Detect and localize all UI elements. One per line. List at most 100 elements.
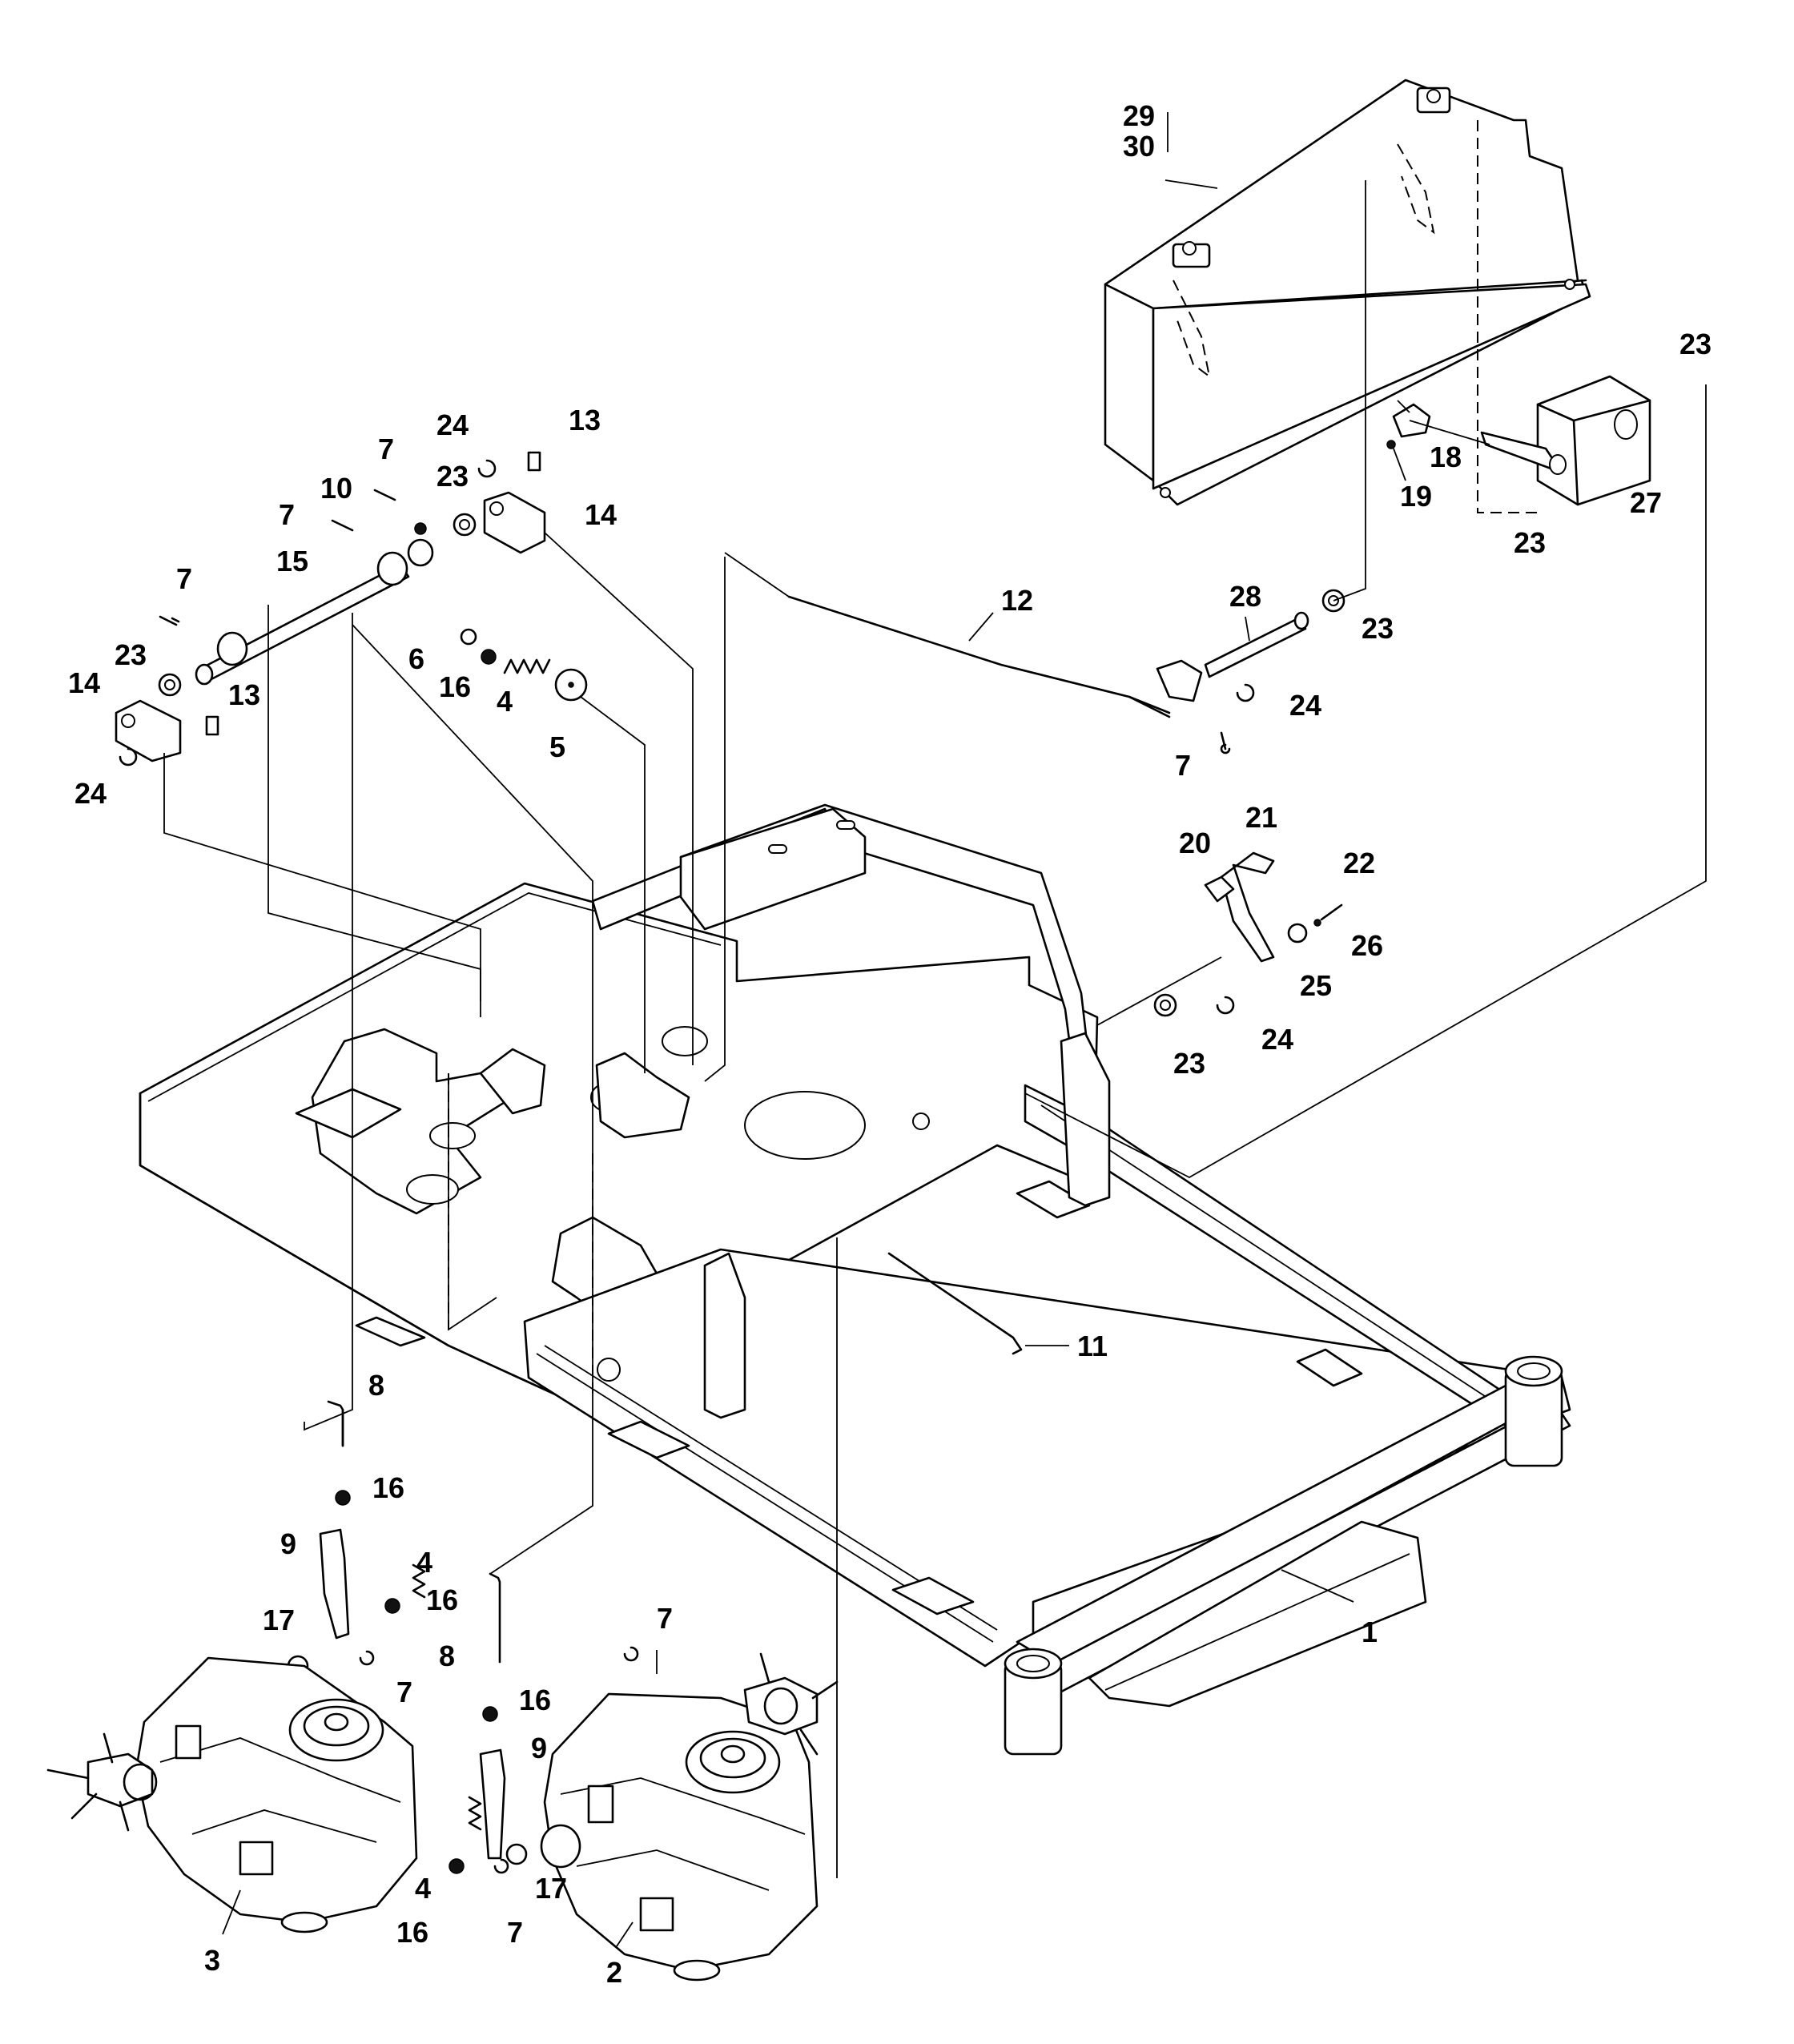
bolt-13-left — [205, 715, 219, 736]
lever-assembly — [1153, 851, 1343, 1017]
pivot-bracket-27 — [1480, 375, 1651, 506]
nut-16-right-lower — [448, 1858, 465, 1874]
leader-18 — [1409, 420, 1490, 445]
right-pulley-hub — [720, 1744, 746, 1764]
seat-hinge-dashed-left — [1173, 280, 1211, 379]
hub-stud — [70, 1793, 98, 1820]
shaft-28-arm — [1156, 659, 1203, 702]
center-opening — [744, 1091, 866, 1160]
hinge-pin — [1426, 89, 1441, 103]
nut-26 — [1313, 919, 1321, 927]
callout-30: 30 — [1123, 130, 1155, 163]
plate-hole — [1564, 279, 1575, 290]
pivot-hole — [1549, 454, 1567, 475]
callout-1: 1 — [1362, 1615, 1378, 1648]
clip-24-upper — [477, 459, 497, 478]
pivot-hole — [1614, 409, 1638, 440]
callout-4: 4 — [416, 1546, 432, 1579]
callout-7: 7 — [378, 433, 394, 465]
upper-bracket-plate — [679, 807, 867, 931]
plate-5-center — [568, 682, 574, 688]
assembly-line — [1024, 384, 1707, 1179]
callout-7: 7 — [279, 498, 295, 531]
callout-17: 17 — [535, 1872, 567, 1905]
rod-12 — [787, 595, 1171, 714]
washer-25 — [1287, 923, 1308, 944]
callout-18: 18 — [1430, 441, 1462, 473]
shaft-washer — [407, 538, 434, 567]
left-rear-tab — [479, 1048, 546, 1115]
bracket-hole — [406, 1174, 459, 1205]
washer-17-right — [505, 1843, 528, 1865]
left-side-rail — [523, 1248, 1571, 1668]
left-transmission-housing — [135, 1656, 418, 1924]
shaft-28-end — [1293, 611, 1309, 630]
right-transmission-housing — [543, 1692, 819, 1972]
right-gear — [540, 1824, 581, 1869]
shaft-collar — [216, 631, 248, 666]
cotter-pin — [373, 489, 396, 501]
leader-1 — [1281, 1569, 1354, 1603]
spring-4-right — [468, 1796, 482, 1831]
housing-block — [639, 1897, 674, 1932]
cotter-pin-28 — [1220, 731, 1231, 754]
left-transmission — [46, 1656, 418, 1933]
callout-23: 23 — [1173, 1047, 1205, 1080]
assembly-line — [1096, 956, 1222, 1026]
callout-2: 2 — [606, 1956, 622, 1989]
housing-block — [175, 1724, 202, 1760]
callout-19: 19 — [1400, 480, 1432, 513]
callout-20: 20 — [1179, 827, 1211, 859]
bracket-hole — [121, 714, 135, 728]
callout-16: 16 — [396, 1916, 428, 1949]
callout-23: 23 — [1514, 526, 1546, 559]
callout-15: 15 — [276, 545, 308, 577]
lever-21 — [1220, 851, 1275, 963]
foot-tab — [355, 1316, 426, 1347]
assembly-line — [163, 753, 481, 1001]
seat-plate-assembly — [1104, 78, 1591, 506]
plate-hole — [1160, 487, 1171, 498]
assembly-lines — [163, 120, 1707, 1878]
nut-16-right — [482, 1706, 498, 1722]
callout-16: 16 — [519, 1684, 551, 1716]
leader-29 — [1164, 179, 1218, 189]
clip-24-28 — [1236, 683, 1255, 702]
chassis-plate-edge — [139, 1092, 590, 1411]
assembly-line — [580, 696, 646, 1073]
callout-25: 25 — [1300, 969, 1332, 1002]
callout-24: 24 — [436, 408, 469, 441]
hub-stud — [811, 1680, 839, 1700]
hub-stud — [759, 1652, 770, 1684]
lever-9-left — [319, 1528, 350, 1640]
deck-line — [1104, 1553, 1410, 1691]
callout-21: 21 — [1245, 801, 1277, 834]
slot-hole — [836, 820, 855, 830]
chassis-plate-rim — [147, 892, 722, 1102]
rail-hole — [912, 1113, 930, 1130]
right-linkage — [448, 1572, 639, 1874]
cotter-pin — [159, 615, 180, 626]
assembly-line — [724, 552, 790, 598]
callout-7: 7 — [507, 1916, 523, 1949]
foot-tab — [1016, 1180, 1091, 1219]
callout-14: 14 — [68, 666, 100, 699]
callout-3: 3 — [204, 1944, 220, 1977]
spring-4-left — [412, 1563, 426, 1599]
leader-2 — [616, 1921, 634, 1947]
hub-face — [763, 1687, 798, 1725]
shaft-collar — [376, 551, 408, 586]
callout-14: 14 — [585, 498, 617, 531]
shaft-28 — [1204, 615, 1307, 678]
callout-22: 22 — [1343, 847, 1375, 879]
assembly-line — [1397, 400, 1410, 413]
leader-19 — [1393, 448, 1406, 481]
hub-stud — [46, 1768, 90, 1780]
right-rail-line — [1040, 1104, 1518, 1418]
assembly-line — [544, 532, 694, 1065]
callout-6: 6 — [408, 642, 424, 675]
rod-12-bend — [1128, 695, 1171, 718]
callout-17: 17 — [263, 1603, 295, 1636]
callout-8: 8 — [368, 1369, 384, 1402]
